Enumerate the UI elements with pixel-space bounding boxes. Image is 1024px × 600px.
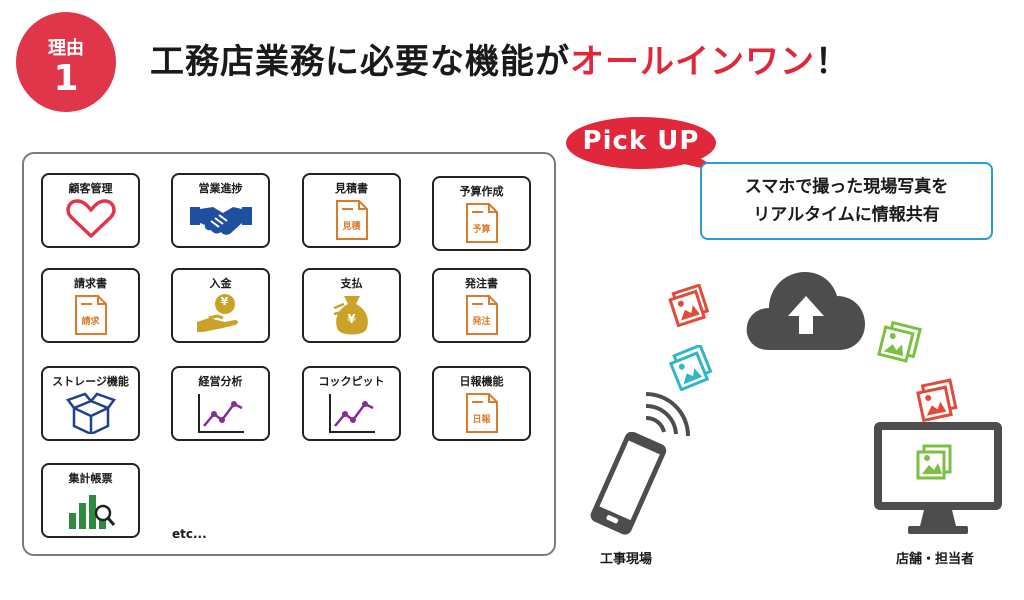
feature-label: 経営分析 [198, 375, 243, 388]
cloud-upload-icon [746, 272, 865, 350]
document-icon: 日報 [465, 392, 499, 438]
document-label: 見積 [342, 222, 361, 232]
description-line-2: リアルタイムに情報共有 [753, 205, 940, 225]
photo-icon [877, 320, 922, 363]
feature-tile-analytics[interactable]: 経営分析 [171, 366, 270, 441]
feature-tile-estimate[interactable]: 見積書 見積 [302, 173, 401, 248]
document-icon: 見積 [335, 199, 369, 245]
document-label: 請求 [81, 317, 100, 327]
document-icon: 予算 [465, 202, 499, 248]
feature-tile-deposit[interactable]: 入金 ¥ [171, 268, 270, 343]
badge-label: 理由 [48, 38, 84, 59]
photo-icon [669, 345, 713, 391]
feature-label: 支払 [340, 277, 363, 290]
feature-tile-payment[interactable]: 支払 ¥ [302, 268, 401, 343]
title-accent: オールインワン [570, 42, 815, 82]
feature-label: 日報機能 [459, 375, 504, 388]
feature-tile-daily-report[interactable]: 日報機能 日報 [432, 366, 531, 441]
reason-badge: 理由 1 [16, 12, 116, 112]
handshake-icon [189, 207, 252, 235]
feature-panel [22, 152, 556, 556]
feature-label: ストレージ機能 [52, 375, 129, 388]
caption-construction-site: 工事現場 [600, 552, 653, 567]
monitor-icon [874, 422, 1002, 534]
document-label: 発注 [472, 317, 491, 327]
feature-label: 予算作成 [459, 185, 504, 198]
title-suffix: ！ [815, 42, 850, 82]
photo-icon [916, 378, 958, 423]
money-bag-icon: ¥ [330, 292, 374, 336]
smartphone-icon [590, 432, 667, 535]
coin-symbol: ¥ [220, 295, 229, 308]
heart-icon [65, 199, 116, 238]
feature-label: 見積書 [335, 182, 368, 195]
feature-tile-budget[interactable]: 予算作成 予算 [432, 176, 531, 251]
photo-icon [668, 284, 710, 328]
badge-number: 1 [53, 58, 79, 99]
wifi-signal-icon [645, 392, 690, 437]
title-main: 工務店業務に必要な機能が [150, 42, 570, 82]
feature-tile-order[interactable]: 発注書 発注 [432, 268, 531, 343]
caption-store-staff: 店舗・担当者 [896, 552, 975, 567]
coin-hand-icon: ¥ [195, 292, 247, 336]
feature-tile-summary-report[interactable]: 集計帳票 [41, 463, 140, 538]
feature-tile-invoice[interactable]: 請求書 請求 [41, 268, 140, 343]
feature-label: 営業進捗 [198, 182, 243, 195]
etc-label: etc... [172, 527, 207, 541]
pickup-label: Pick UP [582, 126, 700, 156]
document-icon: 発注 [465, 294, 499, 340]
page-title: 工務店業務に必要な機能がオールインワン！ [150, 34, 850, 83]
bar-chart-search-icon [68, 495, 115, 529]
feature-label: 入金 [209, 277, 232, 290]
feature-tile-sales[interactable]: 営業進捗 [171, 173, 270, 248]
feature-label: 集計帳票 [68, 472, 113, 485]
description-line-1: スマホで撮った現場写真を [744, 177, 949, 197]
pickup-description: スマホで撮った現場写真を リアルタイムに情報共有 [700, 162, 993, 240]
document-icon: 請求 [74, 294, 108, 340]
feature-tile-storage[interactable]: ストレージ機能 [41, 366, 140, 441]
feature-label: コックピット [318, 375, 385, 388]
coin-symbol: ¥ [347, 312, 356, 326]
document-label: 日報 [472, 415, 491, 425]
feature-label: 発注書 [465, 277, 498, 290]
box-icon [65, 392, 116, 434]
document-label: 予算 [472, 225, 491, 235]
feature-tile-cockpit[interactable]: コックピット [302, 366, 401, 441]
line-chart-icon [197, 394, 244, 433]
line-chart-icon [328, 394, 375, 433]
feature-tile-customer[interactable]: 顧客管理 [41, 173, 140, 248]
feature-label: 顧客管理 [68, 182, 113, 195]
feature-label: 請求書 [74, 277, 107, 290]
